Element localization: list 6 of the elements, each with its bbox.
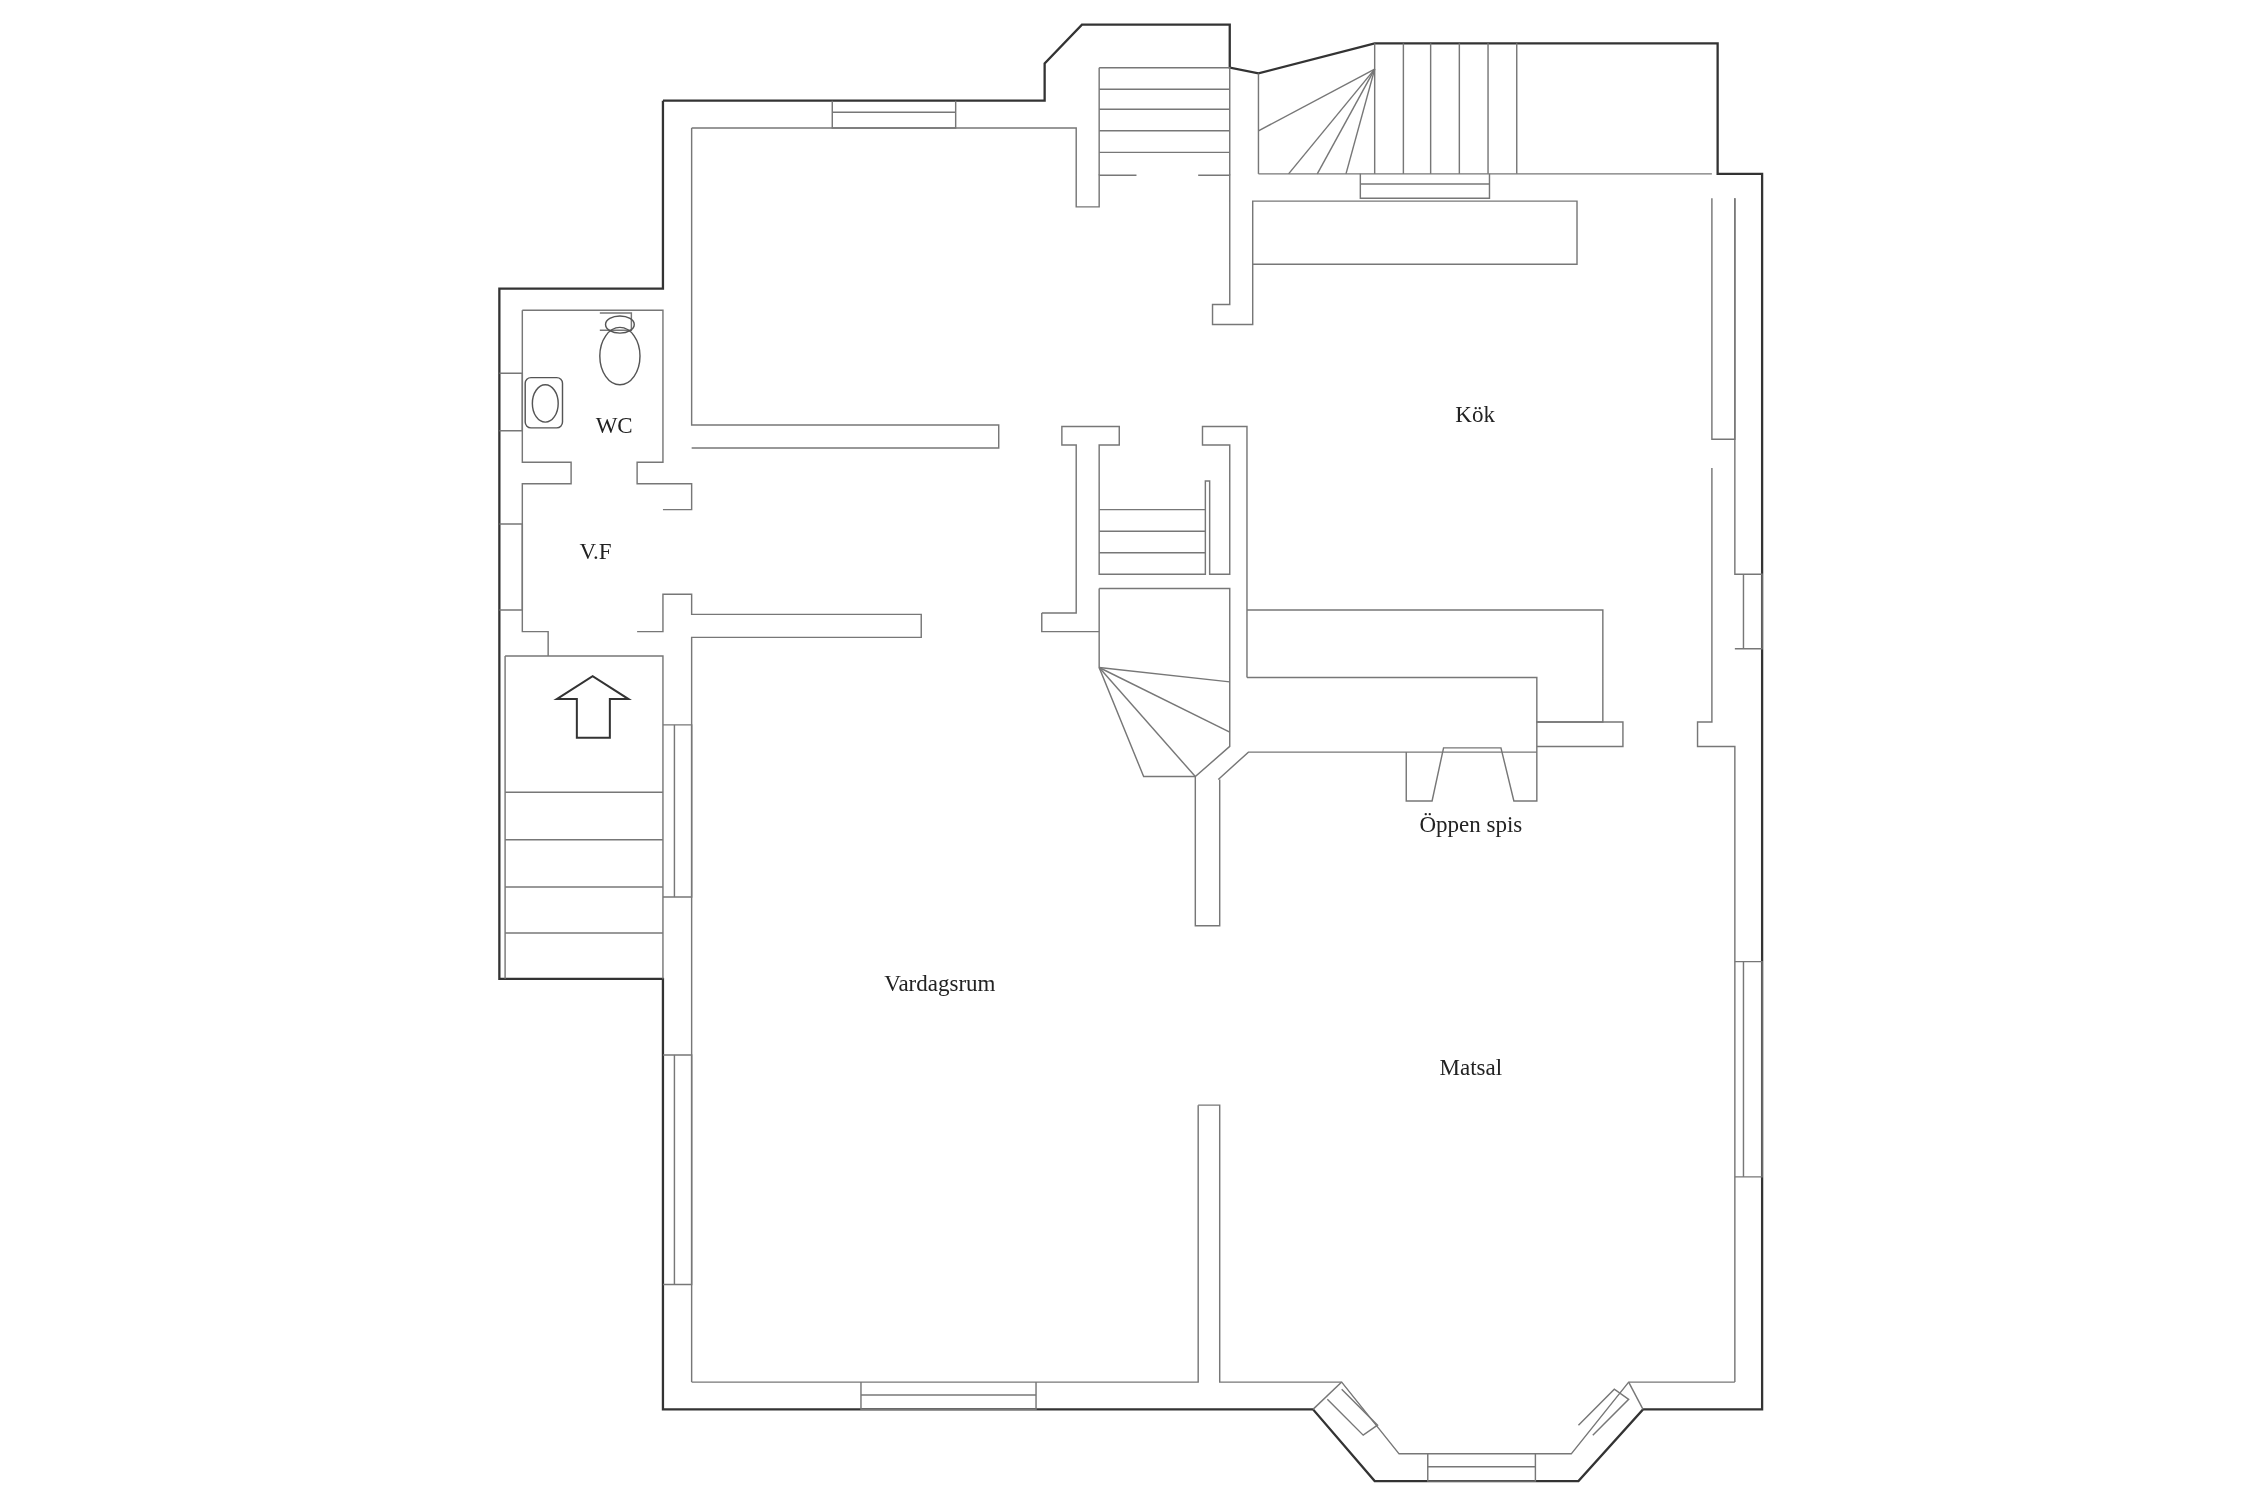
room-label: Öppen spis	[1419, 810, 1523, 839]
room-label: WC	[595, 411, 633, 440]
room-label: Kök	[1455, 400, 1495, 429]
room-label: Matsal	[1439, 1053, 1503, 1082]
room-label: V.F	[579, 538, 612, 567]
room-label: Vardagsrum	[884, 970, 996, 999]
